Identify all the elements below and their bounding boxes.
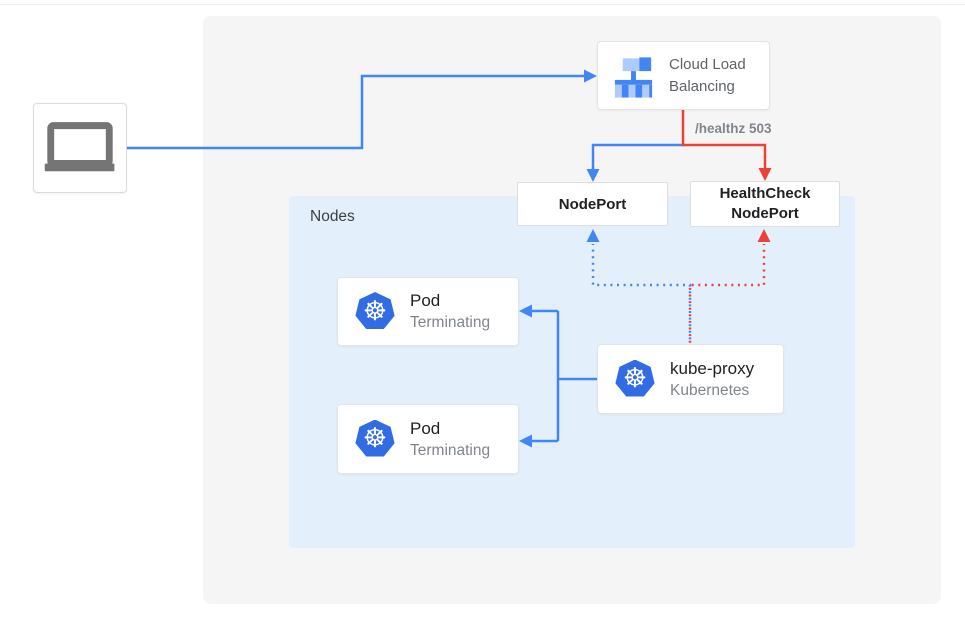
kubernetes-wheel-glyph: ☸ (622, 363, 648, 394)
kubernetes-wheel-glyph: ☸ (362, 423, 388, 454)
pod-status: Terminating (410, 314, 491, 331)
load-balancer-icon (614, 56, 653, 98)
healthz-503-label: /healthz 503 (695, 121, 772, 136)
nodeport-box: NodePort (517, 182, 668, 226)
kubernetes-icon: ☸ (355, 292, 395, 330)
pod-status: Terminating (410, 441, 491, 459)
pod-title: Pod (410, 418, 441, 438)
healthcheck-nodeport-label-line2: NodePort (731, 205, 799, 222)
client-device-card (33, 103, 127, 193)
cloud-load-balancing-card: Cloud Load Balancing (597, 41, 770, 110)
kube-proxy-subtitle: Kubernetes (670, 381, 750, 399)
kubernetes-icon: ☸ (615, 359, 655, 397)
kube-proxy-card: ☸ kube-proxy Kubernetes (597, 344, 784, 414)
kubernetes-icon: ☸ (355, 419, 395, 457)
top-divider (0, 4, 965, 5)
nodes-label: Nodes (310, 208, 355, 225)
pod-title: Pod (410, 291, 441, 310)
cloud-load-balancing-label: Cloud Load Balancing (669, 55, 746, 95)
laptop-icon (44, 122, 115, 172)
healthcheck-nodeport-label-line1: HealthCheck (719, 185, 811, 202)
kube-proxy-title: kube-proxy (670, 358, 755, 378)
pod-card: ☸ Pod Terminating (337, 277, 519, 346)
kubernetes-wheel-glyph: ☸ (362, 295, 388, 327)
healthcheck-nodeport-box: HealthCheck NodePort (690, 181, 840, 227)
pod-card: ☸ Pod Terminating (337, 404, 519, 474)
nodeport-label: NodePort (558, 195, 627, 213)
